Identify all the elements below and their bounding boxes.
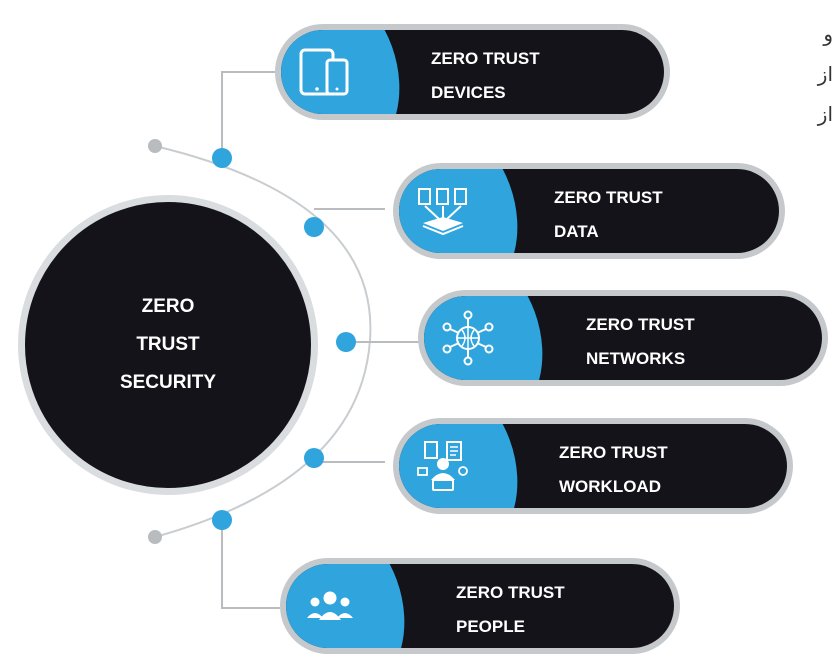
side-text-line: و [823, 22, 833, 46]
workload-pill: ZERO TRUST WORKLOAD [393, 418, 793, 514]
network-icon [438, 308, 498, 368]
item-title: ZERO TRUST [431, 49, 540, 68]
item-subtitle: WORKLOAD [559, 477, 661, 496]
item-subtitle: DATA [554, 222, 599, 241]
item-title: ZERO TRUST [559, 443, 668, 462]
side-text-line: از [817, 102, 833, 126]
people-icon [300, 576, 360, 636]
item-subtitle: NETWORKS [586, 349, 686, 368]
devices-icon [295, 42, 355, 102]
data-pill: ZERO TRUST DATA [393, 163, 785, 259]
devices-pill: ZERO TRUST DEVICES [275, 24, 670, 120]
networks-pill: ZERO TRUST NETWORKS [418, 290, 828, 386]
item-subtitle: DEVICES [431, 83, 506, 102]
item-title: ZERO TRUST [456, 583, 565, 602]
data-icon [413, 181, 473, 241]
item-title: ZERO TRUST [554, 188, 663, 207]
people-pill: ZERO TRUST PEOPLE [280, 558, 680, 654]
item-subtitle: PEOPLE [456, 617, 525, 636]
item-title: ZERO TRUST [586, 315, 695, 334]
zero-trust-security-hub: ZERO TRUST SECURITY [18, 195, 318, 495]
hub-title: ZERO TRUST SECURITY [119, 296, 217, 393]
side-text-line: از [817, 62, 833, 86]
workload-icon [413, 436, 473, 496]
